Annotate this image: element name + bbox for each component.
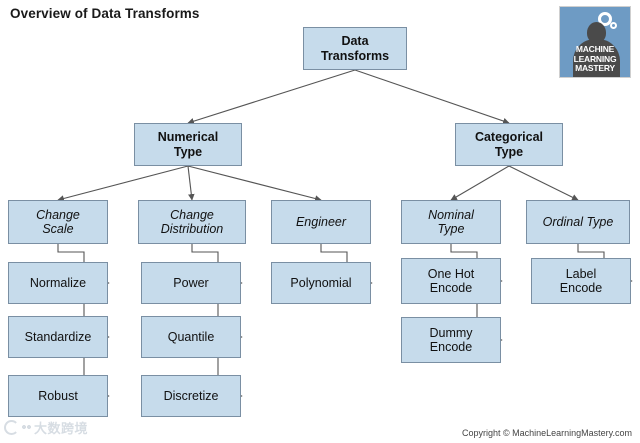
watermark-text: 大数跨境 [34, 421, 89, 436]
node-ordinal-type[interactable]: Ordinal Type [526, 200, 630, 244]
node-label: Data Transforms [320, 34, 390, 63]
node-label: Polynomial [290, 275, 352, 290]
node-label: Numerical Type [157, 130, 219, 159]
node-categorical-type[interactable]: Categorical Type [455, 123, 563, 166]
node-label: Quantile [167, 329, 215, 344]
watermark-mark-icon [4, 420, 19, 435]
node-change-distribution[interactable]: Change Distribution [138, 200, 246, 244]
edge-numerical-type-to-engineer [187, 165, 322, 202]
gear-icon [598, 12, 612, 26]
node-label: Categorical Type [474, 130, 544, 159]
node-label: Power [173, 275, 209, 290]
node-discretize[interactable]: Discretize [141, 375, 241, 417]
node-change-scale[interactable]: Change Scale [8, 200, 108, 244]
node-label: Dummy Encode [429, 325, 473, 355]
node-label: Robust [38, 388, 78, 403]
node-quantile[interactable]: Quantile [141, 316, 241, 358]
logo-line-3: MASTERY [575, 63, 615, 73]
edge-categorical-type-to-ordinal-type [508, 165, 579, 201]
person-body-icon [573, 39, 620, 77]
logo-line-1: MACHINE [575, 44, 615, 54]
edge-numerical-type-to-change-distribution [187, 165, 195, 201]
node-data-transforms[interactable]: Data Transforms [303, 27, 407, 70]
logo-text: MACHINE LEARNING MASTERY [560, 44, 630, 74]
node-label: Label Encode [559, 266, 603, 296]
gear-small-icon [610, 22, 617, 29]
node-one-hot-encode[interactable]: One Hot Encode [401, 258, 501, 304]
node-engineer[interactable]: Engineer [271, 200, 371, 244]
node-power[interactable]: Power [141, 262, 241, 304]
node-label: Ordinal Type [542, 214, 614, 229]
node-robust[interactable]: Robust [8, 375, 108, 417]
node-standardize[interactable]: Standardize [8, 316, 108, 358]
node-label: Standardize [24, 329, 92, 344]
edge-data-transforms-to-categorical-type [354, 69, 510, 125]
node-dummy-encode[interactable]: Dummy Encode [401, 317, 501, 363]
node-label: Engineer [295, 214, 347, 229]
copyright-notice: Copyright © MachineLearningMastery.com [461, 428, 632, 438]
node-nominal-type[interactable]: Nominal Type [401, 200, 501, 244]
node-polynomial[interactable]: Polynomial [271, 262, 371, 304]
page-title: Overview of Data Transforms [10, 6, 200, 21]
node-label-encode[interactable]: Label Encode [531, 258, 631, 304]
node-numerical-type[interactable]: Numerical Type [134, 123, 242, 166]
node-label: Normalize [29, 275, 87, 290]
node-normalize[interactable]: Normalize [8, 262, 108, 304]
node-label: Nominal Type [428, 207, 474, 237]
logo-line-2: LEARNING [573, 53, 617, 64]
edge-data-transforms-to-numerical-type [187, 69, 356, 125]
watermark-dots-icon [22, 425, 31, 430]
machine-learning-mastery-logo: MACHINE LEARNING MASTERY [559, 6, 631, 78]
watermark: 大数跨境 [4, 418, 88, 437]
edge-categorical-type-to-nominal-type [450, 165, 510, 201]
node-label: Discretize [163, 388, 219, 403]
edge-numerical-type-to-change-scale [57, 165, 189, 202]
node-label: Change Scale [36, 207, 80, 237]
person-head-icon [587, 22, 606, 43]
node-label: Change Distribution [160, 207, 224, 237]
node-label: One Hot Encode [427, 266, 475, 296]
